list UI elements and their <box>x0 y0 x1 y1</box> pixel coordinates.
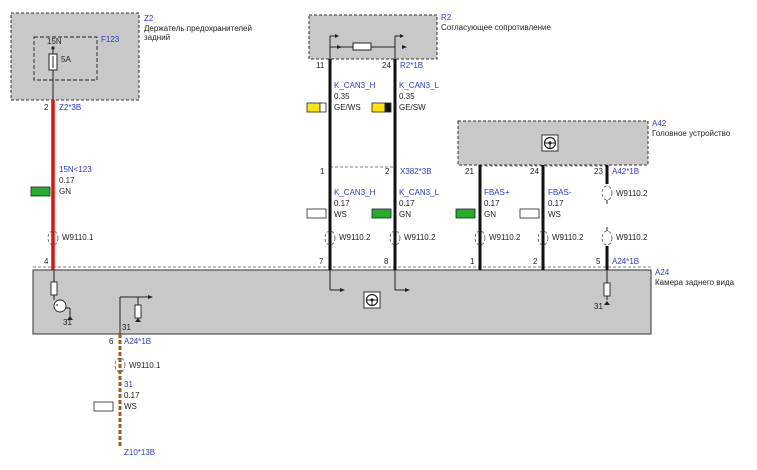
connector-a24-1b-top[interactable]: A24*1B <box>612 257 639 266</box>
pin-number: 8 <box>384 257 389 266</box>
wire-color: GE/SW <box>399 103 426 112</box>
wire-size: 0.35 <box>399 92 415 101</box>
a42-id[interactable]: A42 <box>652 119 667 128</box>
ground-31-mid: 31 <box>122 323 131 332</box>
shield-label: W9110.2 <box>339 233 371 242</box>
shield-icon <box>47 230 59 246</box>
f123-id[interactable]: F123 <box>101 35 120 44</box>
shield-icon <box>324 230 336 246</box>
wire-name-fbas-minus[interactable]: FBAS- <box>548 188 572 197</box>
a24-id[interactable]: A24 <box>655 268 670 277</box>
r2-housing <box>308 14 438 60</box>
color-swatch-ws <box>306 208 327 219</box>
f123-rating: 5A <box>61 55 71 64</box>
color-swatch-gn <box>455 208 476 219</box>
pin-number: 5 <box>596 257 601 266</box>
wire-size: 0.17 <box>548 199 564 208</box>
connector-a24-1b-bottom[interactable]: A24*1B <box>124 337 151 346</box>
wire-size: 0.17 <box>124 391 140 400</box>
wire-name-15n[interactable]: 15N<123 <box>59 165 92 174</box>
shield-icon <box>389 230 401 246</box>
steering-wheel-icon <box>541 134 559 152</box>
pin-number: 23 <box>594 167 603 176</box>
component-a42 <box>457 120 649 166</box>
shield-icon <box>601 185 613 201</box>
shield-icon <box>474 230 486 246</box>
wire-name-fbas-plus[interactable]: FBAS+ <box>484 188 510 197</box>
pin-number: 7 <box>319 257 324 266</box>
steering-wheel-icon <box>363 291 381 309</box>
shield-label: W9110.1 <box>62 233 94 242</box>
component-r2 <box>308 14 438 60</box>
component-z2 <box>10 12 140 101</box>
shield-label: W9110.1 <box>129 361 161 370</box>
f123-pin-label: 15N <box>47 37 62 46</box>
pin-number: 6 <box>109 337 114 346</box>
wire-name-31[interactable]: 31 <box>124 380 133 389</box>
color-swatch-ge <box>306 102 321 113</box>
shield-label: W9110.2 <box>552 233 584 242</box>
color-swatch-gn <box>371 208 392 219</box>
color-swatch-ws <box>93 401 114 412</box>
pin-number: 2 <box>44 103 49 112</box>
z2-name: Держатель предохранителей <box>144 24 252 33</box>
pin-number: 21 <box>465 167 474 176</box>
shield-icon <box>601 230 613 246</box>
z2-id[interactable]: Z2 <box>144 14 154 23</box>
shield-label: W9110.2 <box>489 233 521 242</box>
pin-number: 2 <box>533 257 538 266</box>
shield-label: W9110.2 <box>404 233 436 242</box>
color-swatch-sw <box>384 102 392 113</box>
shield-icon <box>537 230 549 246</box>
color-swatch-ws <box>519 208 540 219</box>
wire-color: WS <box>124 402 137 411</box>
ground-31-right: 31 <box>594 302 603 311</box>
color-swatch-ws <box>319 102 327 113</box>
connector-r2-1b[interactable]: R2*1B <box>400 61 423 70</box>
resistor-symbol <box>352 42 372 51</box>
z2-housing <box>10 12 140 101</box>
wire-name-can-l[interactable]: K_CAN3_L <box>399 188 440 197</box>
r2-name: Согласующее сопротивление <box>441 23 551 32</box>
connector-a42-1b[interactable]: A42*1B <box>612 167 639 176</box>
wire-color: GE/WS <box>334 103 361 112</box>
pin-number: 4 <box>44 257 49 266</box>
connector-x382-3b[interactable]: X382*3B <box>400 167 432 176</box>
shield-label: W9110.2 <box>616 233 648 242</box>
pin-number: 24 <box>382 61 391 70</box>
wire-color: GN <box>399 210 411 219</box>
shield-label: W9110.2 <box>616 189 648 198</box>
wire-size: 0.17 <box>334 199 350 208</box>
connector-z2-3b[interactable]: Z2*3B <box>59 103 81 112</box>
ground-31-left: 31 <box>63 318 72 327</box>
wire-size: 0.17 <box>399 199 415 208</box>
wire-name-can-h[interactable]: K_CAN3_H <box>334 81 376 90</box>
wire-color: GN <box>484 210 496 219</box>
wire-name-can-h[interactable]: K_CAN3_H <box>334 188 376 197</box>
f123-box <box>33 36 98 81</box>
pin-number: 2 <box>385 167 390 176</box>
color-swatch-gn <box>30 186 51 197</box>
wire-color: WS <box>548 210 561 219</box>
wire-color: WS <box>334 210 347 219</box>
pin-number: 1 <box>320 167 325 176</box>
a24-housing <box>32 269 652 335</box>
z2-name-line2: задний <box>144 33 170 42</box>
wire-size: 0.17 <box>59 176 75 185</box>
a42-name: Головное устройство <box>652 129 731 138</box>
wire-color: GN <box>59 187 71 196</box>
component-a24 <box>32 266 652 335</box>
a24-name: Камера заднего вида <box>655 278 735 287</box>
connector-z10-13b[interactable]: Z10*13B <box>124 448 155 457</box>
wire-size: 0.17 <box>484 199 500 208</box>
r2-id[interactable]: R2 <box>441 13 452 22</box>
color-swatch-ge <box>371 102 386 113</box>
wire-name-can-l[interactable]: K_CAN3_L <box>399 81 440 90</box>
pin-number: 11 <box>316 61 325 70</box>
shield-icon <box>114 357 126 373</box>
pin-number: 1 <box>470 257 475 266</box>
wire-size: 0.35 <box>334 92 350 101</box>
pin-number: 24 <box>530 167 539 176</box>
